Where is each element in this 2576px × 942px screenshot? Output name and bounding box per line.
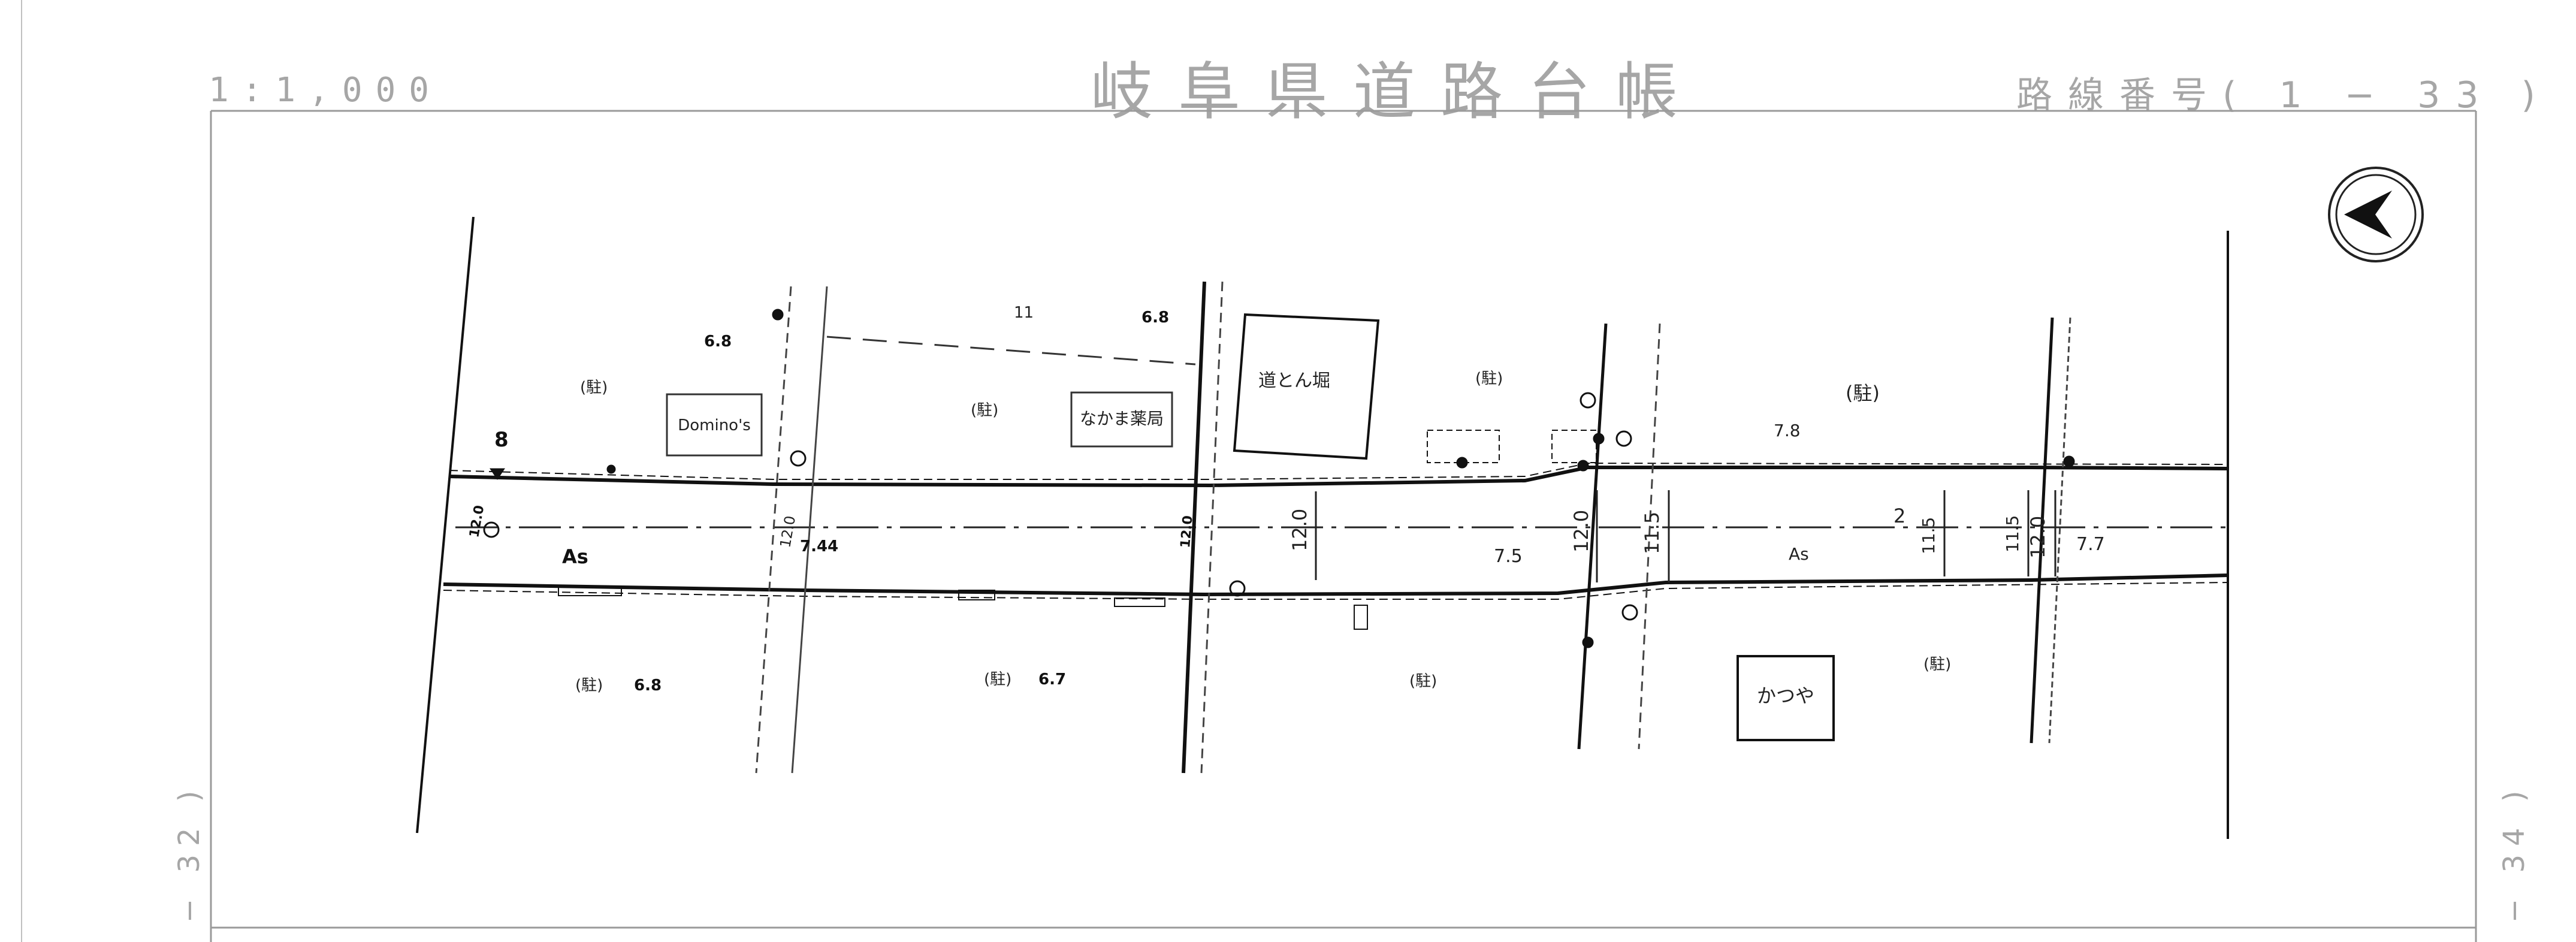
parking-label: (駐) bbox=[1475, 370, 1503, 388]
width-label: 11.5 bbox=[1919, 517, 1938, 554]
width-label: 12.0 bbox=[777, 515, 799, 549]
elevation-label: 6.7 bbox=[1038, 671, 1066, 689]
parking-label: (駐) bbox=[580, 379, 608, 397]
north-arrow-icon bbox=[2328, 167, 2424, 262]
parking-label: (駐) bbox=[575, 677, 603, 695]
parking-label: (駐) bbox=[1846, 382, 1880, 404]
width-label: 11.5 bbox=[1641, 512, 1663, 554]
building-dominos[interactable]: Domino's bbox=[666, 393, 763, 457]
parking-label: (駐) bbox=[1923, 656, 1951, 674]
parking-label: (駐) bbox=[984, 671, 1011, 689]
elevation-label: 6.8 bbox=[704, 333, 732, 351]
page-title: 岐阜県道路台帳 bbox=[1091, 55, 1704, 128]
elevation-label: 6.8 bbox=[634, 677, 662, 695]
lot-boundary bbox=[826, 336, 1196, 366]
building-label: かつや bbox=[1757, 684, 1814, 707]
elevation-label: 7.44 bbox=[800, 538, 838, 555]
section-boundaries bbox=[416, 216, 2229, 839]
surface-label: As bbox=[1789, 544, 1809, 564]
building-label: なかま薬局 bbox=[1080, 409, 1164, 428]
width-label: 11.5 bbox=[2003, 515, 2022, 552]
width-label: 12.0 bbox=[1288, 509, 1311, 551]
route-number: 路線番号( 1 − 33 ) bbox=[2016, 74, 2551, 116]
building-nakama-pharmacy[interactable]: なかま薬局 bbox=[1070, 391, 1173, 448]
parking-labels: (駐) (駐) (駐) (駐) (駐) (駐) (駐) (駐) bbox=[575, 370, 1951, 695]
station-marker: 8 bbox=[494, 428, 509, 452]
building-label: Domino's bbox=[678, 416, 751, 434]
elevation-label: 7.5 bbox=[1494, 546, 1523, 567]
station-marker: 2 bbox=[1894, 505, 1905, 527]
building-katsuya[interactable]: かつや bbox=[1737, 655, 1835, 741]
map-frame bbox=[210, 110, 2477, 942]
map-symbols bbox=[483, 309, 2075, 648]
side-roads bbox=[755, 281, 2071, 774]
road-edges bbox=[443, 462, 2228, 600]
building-dotonbori[interactable]: 道とん堀 bbox=[1233, 313, 1380, 460]
elevation-label: 7.7 bbox=[2076, 534, 2105, 555]
elevation-labels: 6.8 6.8 7.8 7.44 7.5 7.7 6.8 6.7 bbox=[634, 309, 2105, 695]
map-scale: 1:1,000 bbox=[209, 71, 443, 110]
width-arrows bbox=[1315, 490, 2056, 582]
width-label: 12.0 bbox=[2027, 516, 2049, 558]
elevation-label: 7.8 bbox=[1774, 421, 1801, 440]
building-label: 道とん堀 bbox=[1258, 370, 1330, 391]
width-labels: 12.0 12.0 12.0 12.0 12.0 11.5 11.5 11.5 … bbox=[467, 504, 2049, 558]
width-label: 12.0 bbox=[1178, 515, 1196, 548]
parking-label: (駐) bbox=[1409, 672, 1437, 690]
surface-label: As bbox=[562, 545, 588, 568]
elevation-label: 6.8 bbox=[1141, 309, 1169, 327]
width-label: 12.0 bbox=[1570, 510, 1593, 552]
parking-label: (駐) bbox=[971, 401, 998, 419]
station-marker: 11 bbox=[1014, 304, 1034, 322]
